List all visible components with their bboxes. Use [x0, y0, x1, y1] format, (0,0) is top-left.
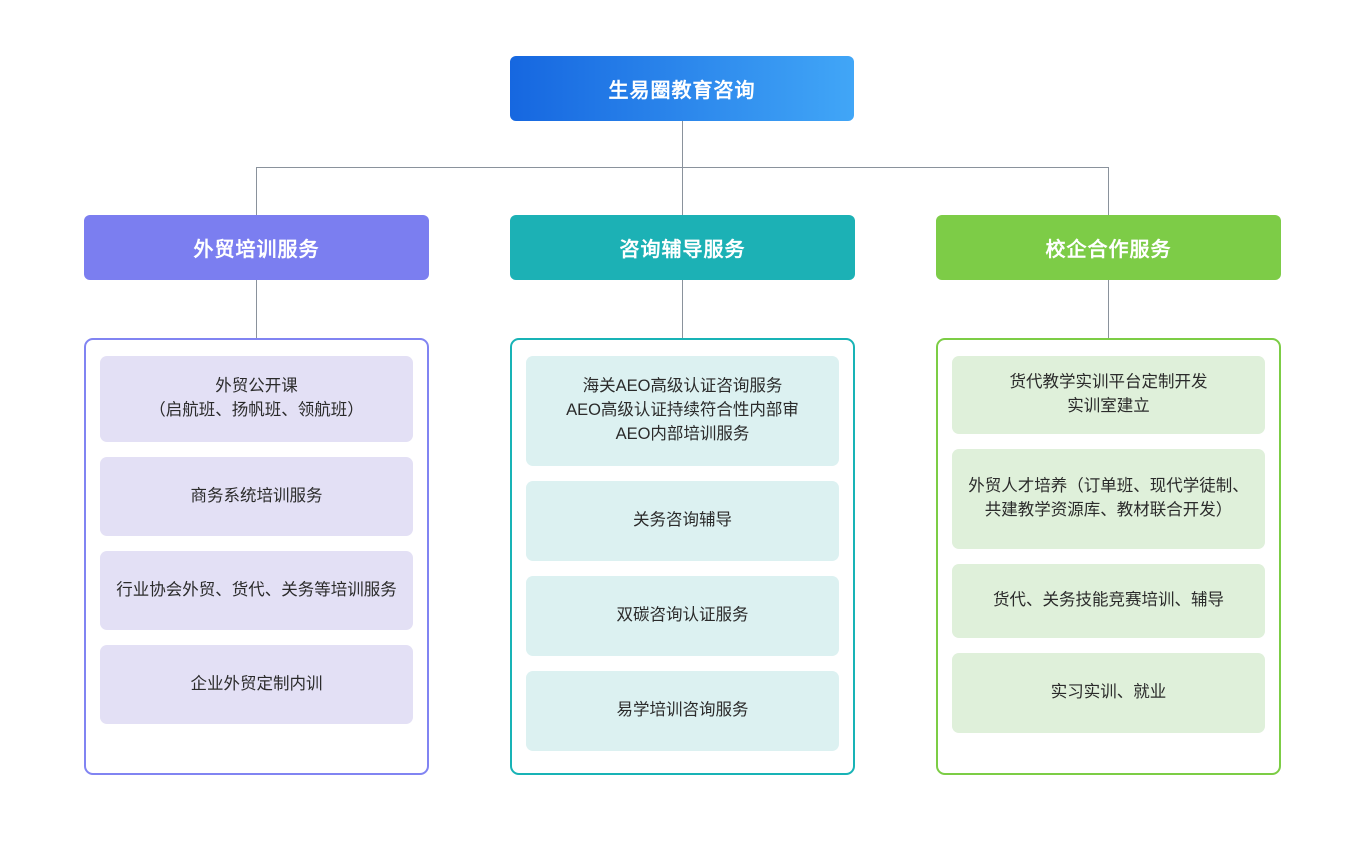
branch-item[interactable]: 实习实训、就业 [952, 653, 1265, 733]
branch-item[interactable]: 企业外贸定制内训 [100, 645, 413, 724]
branch-item[interactable]: 易学培训咨询服务 [526, 671, 839, 751]
branch-panel-school-enterprise-cooperation: 货代教学实训平台定制开发 实训室建立 外贸人才培养（订单班、现代学徒制、共建教学… [936, 338, 1281, 775]
branch-item[interactable]: 行业协会外贸、货代、关务等培训服务 [100, 551, 413, 630]
branch-item[interactable]: 货代教学实训平台定制开发 实训室建立 [952, 356, 1265, 434]
branch-item[interactable]: 双碳咨询认证服务 [526, 576, 839, 656]
branch-header-school-enterprise-cooperation[interactable]: 校企合作服务 [936, 215, 1281, 280]
branch-panel-consulting-tutoring: 海关AEO高级认证咨询服务 AEO高级认证持续符合性内部审 AEO内部培训服务 … [510, 338, 855, 775]
root-node-label: 生易圈教育咨询 [608, 80, 756, 102]
branch-item[interactable]: 海关AEO高级认证咨询服务 AEO高级认证持续符合性内部审 AEO内部培训服务 [526, 356, 839, 466]
connector-branch-2-to-panel [1108, 280, 1109, 338]
connector-bus-to-branch-0 [256, 167, 257, 215]
branch-item[interactable]: 外贸公开课 （启航班、扬帆班、领航班） [100, 356, 413, 442]
branch-item[interactable]: 商务系统培训服务 [100, 457, 413, 536]
branch-item[interactable]: 外贸人才培养（订单班、现代学徒制、共建教学资源库、教材联合开发） [952, 449, 1265, 549]
root-node[interactable]: 生易圈教育咨询 [510, 56, 854, 121]
branch-header-foreign-trade-training[interactable]: 外贸培训服务 [84, 215, 429, 280]
branch-header-label: 咨询辅导服务 [619, 239, 746, 261]
branch-panel-foreign-trade-training: 外贸公开课 （启航班、扬帆班、领航班） 商务系统培训服务 行业协会外贸、货代、关… [84, 338, 429, 775]
branch-header-label: 校企合作服务 [1045, 239, 1172, 261]
connector-root-down [682, 121, 683, 167]
branch-item[interactable]: 货代、关务技能竞赛培训、辅导 [952, 564, 1265, 638]
connector-bus-to-branch-2 [1108, 167, 1109, 215]
connector-branch-1-to-panel [682, 280, 683, 338]
branch-header-label: 外贸培训服务 [193, 239, 320, 261]
connector-branch-0-to-panel [256, 280, 257, 338]
branch-header-consulting-tutoring[interactable]: 咨询辅导服务 [510, 215, 855, 280]
connector-bus-to-branch-1 [682, 167, 683, 215]
branch-item[interactable]: 关务咨询辅导 [526, 481, 839, 561]
